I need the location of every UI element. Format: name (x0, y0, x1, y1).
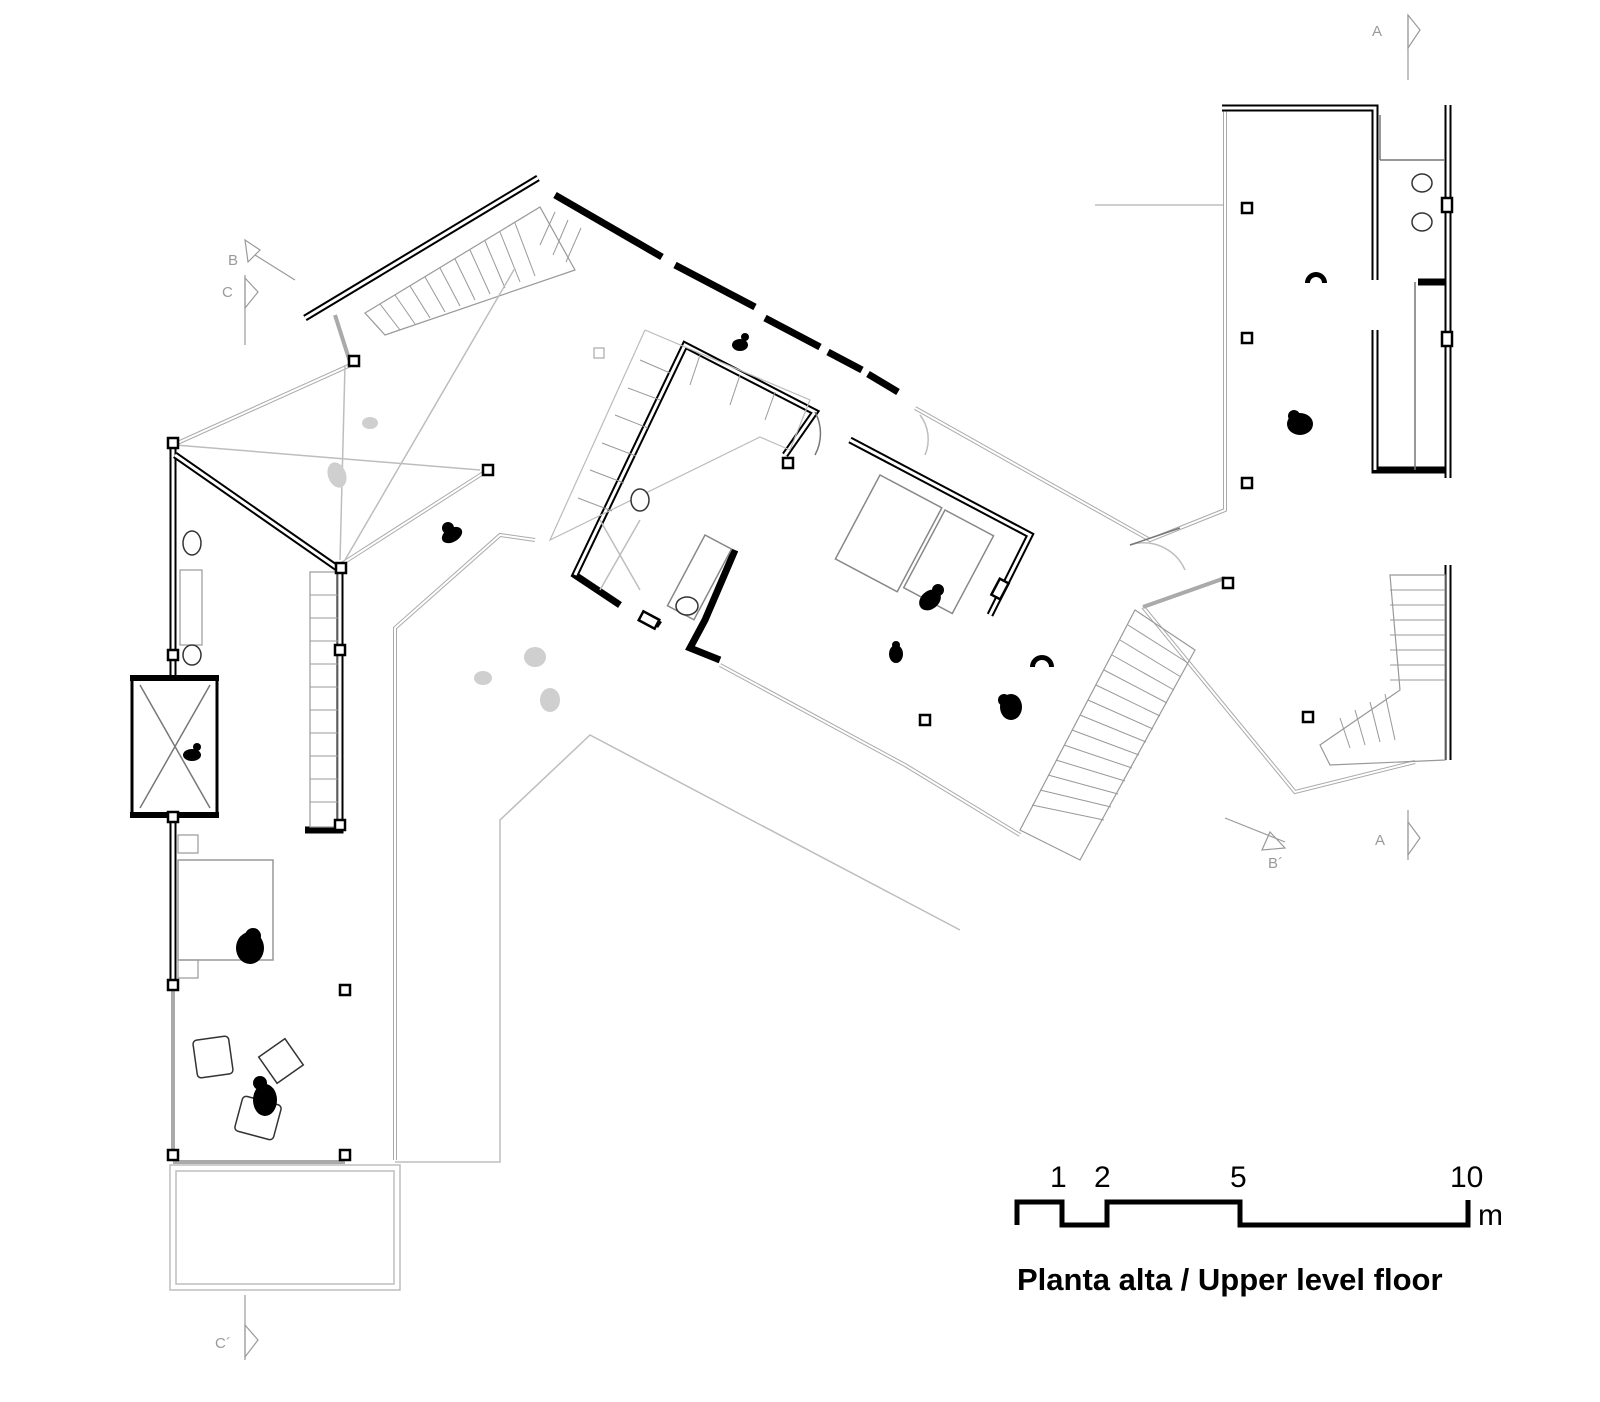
stair-left (309, 571, 339, 828)
void-diagonals (174, 267, 641, 591)
storage-blocks (548, 329, 811, 542)
scale-tick-5: 5 (1230, 1161, 1247, 1194)
furniture (177, 173, 1433, 1141)
stair-north (364, 206, 582, 336)
glazing (171, 105, 1416, 1164)
columns (166, 196, 1454, 1162)
walls (169, 104, 1452, 990)
scale-tick-1: 1 (1050, 1161, 1067, 1194)
scale-tick-2: 2 (1094, 1161, 1111, 1194)
ground-footprint-lines (169, 204, 1226, 1291)
section-label-a-bottom: A (1375, 832, 1385, 849)
section-label-b-left: B (228, 252, 238, 269)
section-label-c-bottom: C´ (215, 1335, 231, 1352)
plan-title: Planta alta / Upper level floor (1017, 1262, 1443, 1297)
scale-bar: 1 2 5 10 m (1014, 1161, 1503, 1232)
ghost-figures (327, 417, 560, 712)
section-label-a-top: A (1372, 23, 1382, 40)
stair-exterior (1019, 609, 1196, 861)
stairs (309, 206, 1446, 861)
stair-right (1319, 574, 1446, 766)
section-label-b-right: B´ (1268, 855, 1283, 872)
scale-tick-10: 10 (1450, 1161, 1483, 1194)
left-bridge (130, 675, 219, 818)
scale-unit: m (1478, 1199, 1503, 1232)
people-figures (183, 272, 1327, 1116)
section-marks: A A B B´ C C´ (215, 13, 1421, 1360)
section-label-c-left: C (222, 284, 233, 301)
